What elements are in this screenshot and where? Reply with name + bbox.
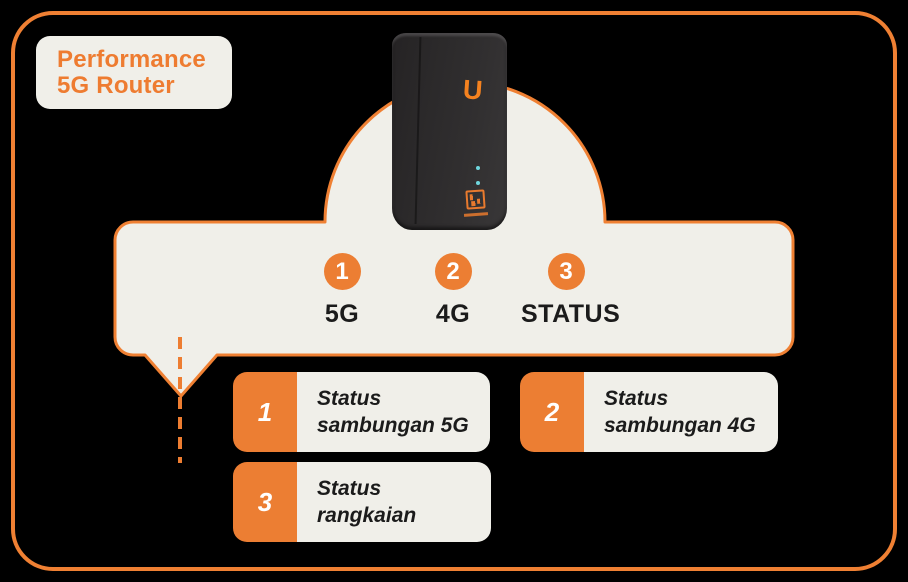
title-box: Performance 5G Router: [36, 36, 232, 109]
legend-item-4g: 2 Status sambungan 4G: [520, 372, 778, 452]
legend-number-badge: 3: [233, 462, 297, 542]
page-title: Performance 5G Router: [57, 46, 206, 99]
router-device: U: [392, 33, 507, 230]
indicator-5g: 1 5G: [297, 253, 387, 329]
router-front-edge: [414, 37, 422, 224]
led-indicator-icon: [476, 181, 480, 185]
qr-code-icon: [465, 189, 486, 210]
legend-item-5g: 1 Status sambungan 5G: [233, 372, 490, 452]
indicator-label: 4G: [435, 300, 471, 328]
legend-item-network: 3 Status rangkaian: [233, 462, 491, 542]
led-indicator-icon: [476, 166, 480, 170]
dashed-pointer-line: [178, 337, 182, 463]
qr-code-caption: [463, 212, 489, 217]
legend-number-badge: 1: [233, 372, 297, 452]
indicator-status: 3 STATUS: [521, 253, 621, 329]
unifi-logo-icon: U: [462, 74, 484, 106]
legend-number-badge: 2: [520, 372, 584, 452]
legend-text: Status sambungan 5G: [297, 372, 490, 452]
indicator-number-badge: 3: [547, 253, 585, 290]
outer-orange-frame: [11, 11, 897, 571]
indicator-number-badge: 1: [323, 253, 361, 290]
indicator-4g: 2 4G: [408, 253, 498, 329]
indicator-label: STATUS: [521, 300, 621, 328]
legend-text: Status sambungan 4G: [584, 372, 778, 452]
indicator-number-badge: 2: [434, 253, 472, 290]
indicator-label: 5G: [324, 300, 360, 328]
legend-text: Status rangkaian: [297, 462, 491, 542]
